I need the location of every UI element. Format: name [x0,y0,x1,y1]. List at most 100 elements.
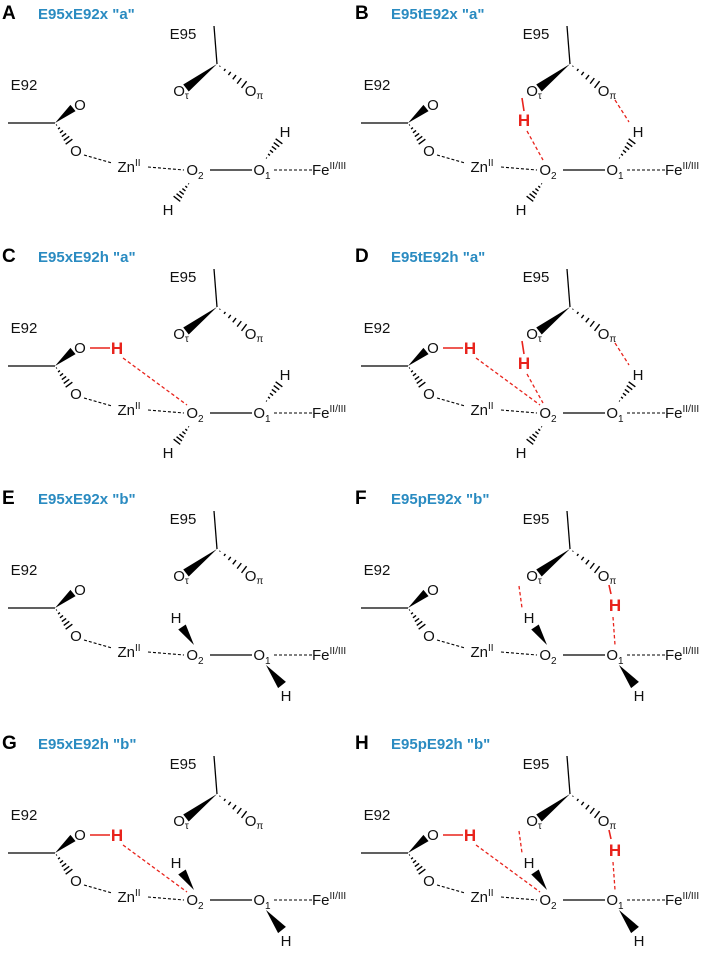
o1-h-hash [618,138,636,159]
o-pi-atom-symbol: O [245,813,257,830]
o2-h-atom: H [524,610,535,627]
panel-letter: G [2,733,17,754]
zn-o2-coordination [147,166,185,171]
o-tau-atom: Oτ [173,83,189,102]
o1-atom-index: 1 [265,901,271,912]
e92-o-upper-atom: O [74,340,86,357]
panel-title: E95pE92x "b" [391,491,489,508]
e95-oh-bond [521,340,525,355]
o1-h-wedge [619,910,639,934]
o-tau-h-hbond [518,830,523,854]
o-pi-atom-index: π [609,334,616,345]
o2-h-atom: H [171,610,182,627]
zn-atom-charge: II [135,888,141,899]
o1-h-atom: H [280,367,291,384]
e95-methyl-bond [566,755,571,795]
o1-h-atom: H [634,688,645,705]
o1-atom-symbol: O [606,162,618,179]
o1-h-hash [618,381,636,402]
e92-o-wedge [55,589,76,608]
panel-letter: F [355,488,367,509]
e92-h-atom: H [111,826,123,845]
o2-h-atom: H [516,202,527,219]
e92-o-wedge [55,834,76,853]
fe-atom: FeII/III [312,891,346,909]
e95-oh-bond [608,829,612,840]
e92-h-o2-hbond [122,357,188,406]
e92-o-lower-atom: O [70,628,82,645]
e92-label: E92 [364,562,391,579]
panel-title: E95pE92h "b" [391,736,490,753]
o1-h-wedge [619,665,639,689]
e92-o-lower-atom: O [423,386,435,403]
o1-atom-symbol: O [606,405,618,422]
o1-h-atom: H [633,124,644,141]
o2-atom-symbol: O [539,647,551,664]
e92-o-upper-atom: O [74,97,86,114]
e95-o-pi-hash [219,65,248,89]
e95-label: E95 [523,511,550,528]
e95-label: E95 [170,26,197,43]
o-pi-atom-symbol: O [598,83,610,100]
o2-h-wedge [178,624,194,645]
e95-o-pi-hash [572,308,601,332]
o2-atom: O2 [539,405,557,425]
o-tau-atom: Oτ [526,568,542,587]
e95-h-o2-hbond [526,130,544,161]
zn-atom: ZnII [470,643,493,661]
zn-o2-coordination [147,409,185,414]
zn-atom-symbol: Zn [117,402,135,419]
o-tau-atom-symbol: O [173,813,185,830]
o-tau-atom-index: τ [185,91,189,102]
e92-o-hash [55,609,73,630]
panel-letter: A [2,3,16,24]
e92-o-wedge [55,347,76,366]
e92-o-wedge [408,347,429,366]
fe-atom-symbol: Fe [312,162,330,179]
fe-atom-charge: II/III [330,404,347,415]
e95-label: E95 [523,26,550,43]
e92-o-lower-atom: O [423,143,435,160]
zn-atom: ZnII [117,401,140,419]
e95-h-atom: H [609,596,621,615]
o-tau-atom-index: τ [538,576,542,587]
o-tau-atom: Oτ [173,813,189,832]
o-tau-atom-symbol: O [173,326,185,343]
o1-h-hash [265,381,283,402]
o-pi-atom: Oπ [245,326,264,345]
e95-o-pi-hash [219,795,248,819]
o2-atom-symbol: O [539,405,551,422]
o2-h-atom: H [163,202,174,219]
fe-atom: FeII/III [665,161,699,179]
e95-h-atom: H [518,354,530,373]
o2-atom-symbol: O [186,162,198,179]
fe-atom-charge: II/III [683,646,700,657]
o2-atom-index: 2 [551,414,557,425]
o1-h-atom: H [634,933,645,950]
o-pi-atom: Oπ [598,83,617,102]
e92-o-hash [408,367,426,388]
e95-o-tau-wedge [183,794,217,822]
zn-atom-symbol: Zn [470,889,488,906]
zn-atom-charge: II [488,401,494,412]
zn-atom-charge: II [135,643,141,654]
o2-atom-index: 2 [198,171,204,182]
zn-atom: ZnII [117,888,140,906]
zn-atom: ZnII [470,158,493,176]
o-pi-atom: Oπ [245,813,264,832]
e95-oh-bond [521,97,525,112]
o-tau-atom-index: τ [185,821,189,832]
panel-title: E95tE92h "a" [391,249,485,266]
e95-o-tau-wedge [183,549,217,577]
o-tau-atom-symbol: O [526,326,538,343]
panel-letter: D [355,246,369,267]
e95-o-pi-hash [572,550,601,574]
o2-atom-index: 2 [198,414,204,425]
zn-o2-coordination [147,651,185,656]
o-tau-atom-index: τ [185,576,189,587]
o2-atom-symbol: O [186,647,198,664]
zn-atom: ZnII [470,401,493,419]
o-tau-atom-symbol: O [173,568,185,585]
